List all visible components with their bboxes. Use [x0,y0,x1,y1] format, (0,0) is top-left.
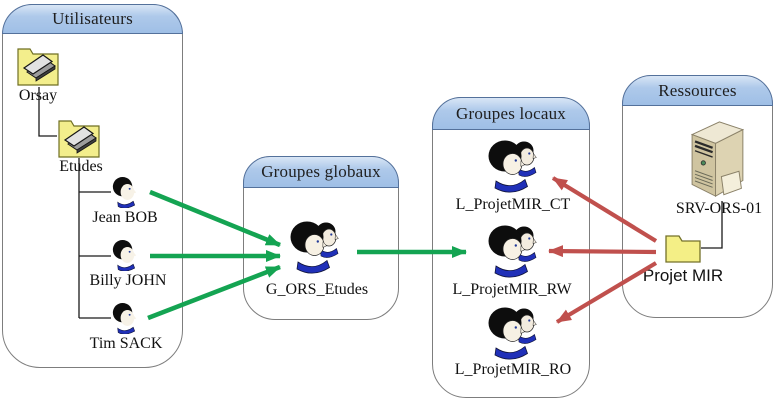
groupes-locaux-title: Groupes locaux [456,103,566,123]
group-icon-l-projetmir-ct [484,138,541,199]
user-icon-billy-john [111,239,138,271]
ou-label-etudes: Etudes [59,158,103,175]
ou-folder-icon-etudes [57,114,101,159]
group-icon-g-ors-etudes [286,219,343,280]
server-label-srv-ors-01: SRV-ORS-01 [675,200,763,217]
user-icon-jean-bob [111,176,138,208]
group-label-g-ors-etudes: G_ORS_Etudes [265,281,369,298]
groupes-locaux-header: Groupes locaux [432,97,590,130]
folder-label-projet-mir: Projet MIR [642,266,724,285]
user-icon-tim-sack [111,302,138,334]
user-label-jean-bob: Jean BOB [92,209,158,226]
group-label-l-projetmir-ct: L_ProjetMIR_CT [455,196,571,213]
server-icon [686,118,747,202]
user-label-tim-sack: Tim SACK [89,335,163,352]
group-icon-l-projetmir-rw [484,223,541,284]
utilisateurs-header: Utilisateurs [2,4,183,34]
group-icon-l-projetmir-ro [484,305,541,366]
shared-folder-icon-projet-mir [664,229,702,264]
groupes-globaux-title: Groupes globaux [261,162,381,181]
group-label-l-projetmir-rw: L_ProjetMIR_RW [452,281,572,298]
utilisateurs-title: Utilisateurs [52,9,133,28]
ressources-title: Ressources [658,80,737,100]
groupes-globaux-header: Groupes globaux [243,156,399,188]
ou-label-orsay: Orsay [18,87,58,104]
group-label-l-projetmir-ro: L_ProjetMIR_RO [454,361,572,378]
ou-folder-icon-orsay [16,42,60,87]
ressources-header: Ressources [622,75,773,106]
user-label-billy-john: Billy JOHN [89,272,167,289]
